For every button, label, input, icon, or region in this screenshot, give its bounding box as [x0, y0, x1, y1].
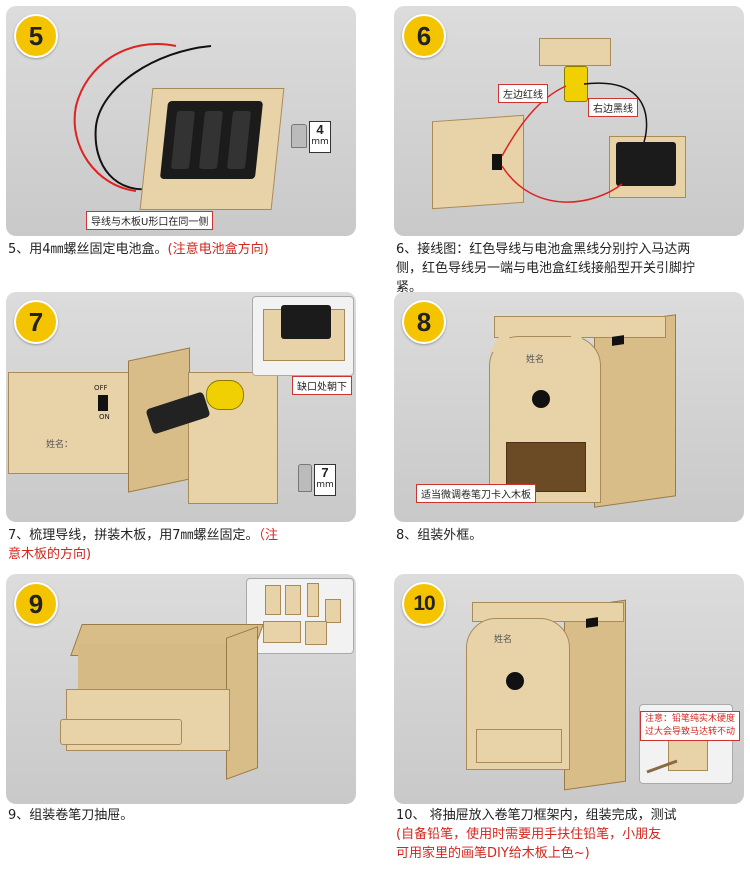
- wiring-lines: [501, 82, 648, 203]
- step-10-photo-panel: 10 姓名 注意：铅笔纯实木硬度 过大会导致马达转不动: [394, 574, 744, 804]
- motor: [206, 380, 244, 410]
- step-number-badge: 7: [14, 300, 58, 344]
- left-red-wire-callout: 左边红线: [498, 84, 548, 103]
- step-9-caption: 9、组装卷笔刀抽屉。: [8, 808, 134, 823]
- drawer-right-wall: [226, 626, 258, 780]
- drawer-opening: [506, 442, 586, 492]
- step-8-photo-panel: 8 姓名 适当微调卷笔刀卡入木板: [394, 292, 744, 522]
- name-label: 姓名: [494, 635, 513, 645]
- wire-slot-callout: 导线与木板U形口在同一侧: [86, 211, 214, 230]
- step-10-caption: 10、 将抽屉放入卷笔刀框架内，组装完成，测试 (自备铅笔，使用时需要用手扶住铅…: [396, 808, 677, 861]
- screw-icon: [298, 464, 312, 492]
- step-6-caption: 6、接线图：红色导线与电池盒黑线分别拧入马达两 侧，红色导线另一端与电池盒红线接…: [396, 242, 696, 295]
- hardness-warning-callout: 注意：铅笔纯实木硬度 过大会导致马达转不动: [640, 711, 741, 741]
- cat-ear-right: [562, 328, 590, 352]
- pencil-hole: [532, 390, 550, 408]
- switch-off-label: OFF: [94, 384, 108, 392]
- step-number-badge: 5: [14, 14, 58, 58]
- rocker-switch: [586, 617, 598, 628]
- step-5-photo-panel: 5 4 mm 导线与木板U形口在同一侧: [6, 6, 356, 236]
- parts-inset: [246, 578, 354, 654]
- step-6-photo-panel: 6 左边红线 右边黑线: [394, 6, 744, 236]
- step-number-badge: 6: [402, 14, 446, 58]
- wires-illustration: [73, 43, 212, 192]
- battery-box: [159, 101, 264, 179]
- screw-icon: [291, 124, 307, 148]
- adjust-sharpener-callout: 适当微调卷笔刀卡入木板: [416, 484, 536, 503]
- step-7-photo-panel: 7 OFF ON 姓名： 7 mm 缺口处朝下: [6, 292, 356, 522]
- screw-size-label: 4 mm: [309, 121, 331, 153]
- drawer-front: [476, 729, 562, 763]
- step-number-badge: 10: [402, 582, 446, 626]
- step-5-caption: 5、用4㎜螺丝固定电池盒。(注意电池盒方向): [8, 242, 269, 257]
- box-side: [564, 599, 626, 791]
- name-label: 姓名: [526, 355, 545, 365]
- drawer-handle-board: [60, 719, 182, 745]
- rocker-switch: [492, 154, 502, 170]
- switch-on-label: ON: [99, 413, 110, 421]
- step-9-photo-panel: 9: [6, 574, 356, 804]
- cat-ear-left: [490, 328, 518, 352]
- step-8-caption: 8、组装外框。: [396, 528, 483, 543]
- step-7-caption: 7、梳理导线，拼装木板，用7㎜螺丝固定。（注 意木板的方向): [8, 528, 279, 562]
- step-number-badge: 9: [14, 582, 58, 626]
- right-black-wire-callout: 右边黑线: [588, 98, 638, 117]
- rocker-switch: [98, 395, 108, 411]
- motor-mount-board: [539, 38, 611, 66]
- front-board: [8, 372, 132, 474]
- box-side: [594, 314, 676, 508]
- battery-box: [616, 142, 676, 186]
- pencil-hole: [506, 672, 524, 690]
- rocker-switch: [612, 335, 624, 346]
- name-label: 姓名：: [46, 440, 74, 450]
- screw-size-label: 7 mm: [314, 464, 336, 496]
- notch-down-callout: 缺口处朝下: [292, 376, 352, 395]
- step-number-badge: 8: [402, 300, 446, 344]
- detail-inset: [252, 296, 354, 376]
